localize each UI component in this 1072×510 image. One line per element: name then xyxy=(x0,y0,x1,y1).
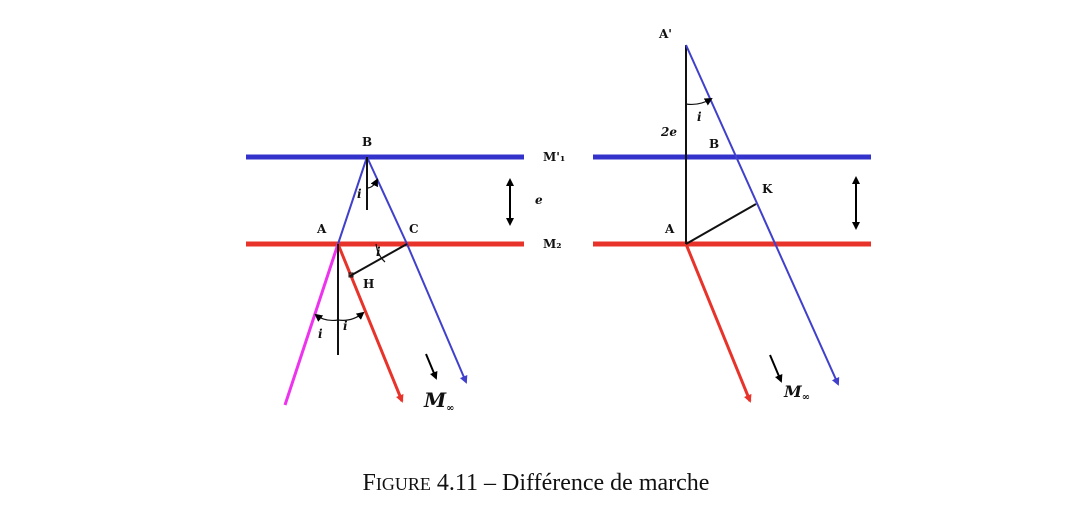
incident-ray xyxy=(283,243,340,406)
right-diagram: A' i 2e B K A M∞ xyxy=(593,27,871,403)
angle-arc-c xyxy=(375,243,386,263)
point-k-label: K xyxy=(762,182,773,196)
angle-label-a-prime: i xyxy=(697,110,702,124)
angle-arc-b xyxy=(366,178,378,189)
ray-a-to-b xyxy=(337,156,368,245)
point-c-label: C xyxy=(409,222,419,236)
segment-c-h xyxy=(349,243,408,277)
angle-arc-a-left xyxy=(314,313,339,322)
point-a-label-right: A xyxy=(664,222,675,236)
mirror-m1-prime-label: M'₁ xyxy=(543,150,565,164)
point-h-label: H xyxy=(363,277,374,291)
left-diagram: B A C H M'₁ M₂ e i i i i M∞ xyxy=(246,135,565,414)
point-b-label-right: B xyxy=(709,137,719,151)
thickness-label: e xyxy=(535,193,543,207)
output-direction-arrow-left xyxy=(425,353,438,380)
angle-label-b: i xyxy=(357,187,362,201)
output-direction-arrow-right xyxy=(769,354,783,383)
blue-ray-from-a-prime xyxy=(685,44,840,386)
angle-label-a-right: i xyxy=(343,319,348,333)
angle-arc-a-prime xyxy=(685,97,713,106)
red-output-ray xyxy=(336,243,404,403)
angle-arc-a-right xyxy=(337,311,365,321)
blue-output-ray xyxy=(406,243,468,384)
ray-b-to-c xyxy=(366,156,408,245)
output-label-left: M∞ xyxy=(423,388,454,414)
mirror-m2-label: M₂ xyxy=(543,237,562,251)
output-label-right: M∞ xyxy=(783,382,810,403)
angle-label-c: i xyxy=(376,245,381,259)
point-b-label: B xyxy=(362,135,372,149)
figure-caption: FIGURE 4.11 – Différence de marche xyxy=(363,470,710,496)
red-output-ray-right xyxy=(684,243,752,403)
angle-label-a-left: i xyxy=(318,327,323,341)
right-angle-mark-h xyxy=(348,272,354,278)
point-a-prime-label: A' xyxy=(658,27,672,41)
segment-a-k xyxy=(685,203,757,245)
point-a-label: A xyxy=(316,222,327,236)
distance-2e-label: 2e xyxy=(660,125,677,139)
